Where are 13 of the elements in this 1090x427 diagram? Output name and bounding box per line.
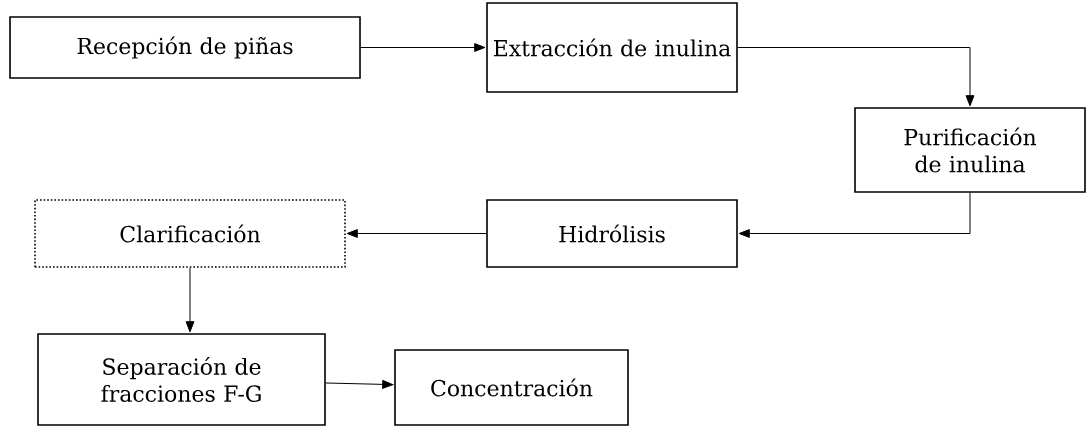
arrow — [346, 229, 487, 238]
arrow — [738, 192, 971, 238]
process-box: Concentración — [394, 349, 629, 426]
process-box: Clarificación — [34, 199, 346, 268]
process-box: Separación de fracciones F-G — [37, 333, 326, 426]
arrow — [360, 43, 486, 52]
arrow — [185, 267, 195, 333]
process-box: Extracción de inulina — [486, 2, 738, 93]
arrow — [737, 47, 975, 107]
process-box: Hidrólisis — [486, 199, 738, 268]
arrow — [325, 379, 394, 389]
process-box: Recepción de piñas — [9, 16, 361, 79]
process-box: Purificación de inulina — [854, 107, 1086, 193]
